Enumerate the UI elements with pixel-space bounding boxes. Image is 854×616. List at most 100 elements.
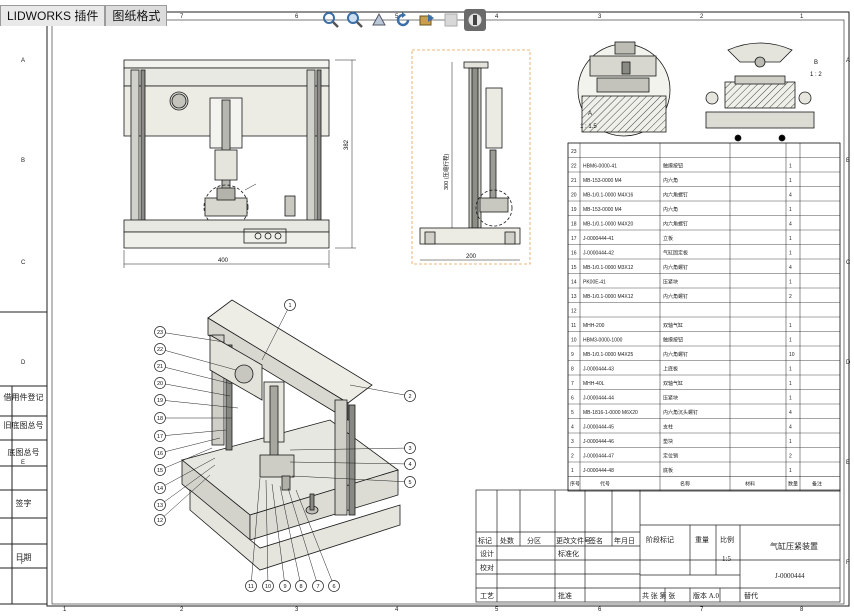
bom-header-code: 代号 [600, 481, 610, 488]
border-col-top-label: 5 [395, 14, 399, 20]
pan-icon[interactable] [368, 9, 390, 31]
detail-b-label: B [814, 60, 818, 66]
balloon-13[interactable] [154, 499, 166, 511]
tab-solidworks-addins[interactable]: LIDWORKS 插件 [0, 5, 106, 26]
balloon-18[interactable] [154, 412, 166, 424]
bom-qty: 4 [789, 425, 792, 431]
bom-qty: 2 [789, 454, 792, 460]
balloon-22[interactable] [154, 343, 166, 355]
bom-code: J-0000444-46 [583, 439, 614, 445]
balloon-12[interactable] [154, 514, 166, 526]
balloon-4[interactable] [404, 458, 416, 470]
balloon-label: 20 [157, 381, 163, 387]
border-row-right-label: C [846, 260, 851, 266]
balloon-6[interactable] [328, 580, 340, 592]
bom-qty: 1 [789, 468, 792, 474]
border-row-left-label: C [21, 260, 26, 266]
tb-sheet-total: 共 张 第 张 [642, 592, 676, 600]
bom-qty: 4 [789, 265, 792, 271]
bom-qty: 2 [789, 294, 792, 300]
border-col-bottom-label: 7 [700, 607, 704, 613]
tb-standardizer: 标准化 [558, 550, 579, 558]
balloon-10[interactable] [262, 580, 274, 592]
bom-header-note: 备注 [812, 481, 822, 488]
balloon-23[interactable] [154, 326, 166, 338]
border-row-left-label: D [21, 360, 26, 366]
bom-seq: 1 [571, 468, 574, 474]
tb-approve: 批准 [558, 592, 572, 600]
balloon-15[interactable] [154, 464, 166, 476]
bom-name: 上底板 [663, 366, 678, 373]
bom-seq: 9 [571, 352, 574, 358]
bom-name: 内六角螺钉 [663, 221, 688, 228]
previous-view-icon[interactable] [416, 9, 438, 31]
balloon-3[interactable] [404, 442, 416, 454]
balloon-label: 10 [265, 584, 271, 590]
border-col-bottom-label: 1 [63, 607, 67, 613]
bom-name: 触摸按钮 [663, 337, 683, 344]
register-label-date: 日期 [15, 553, 32, 562]
heads-up-toolbar [320, 9, 486, 31]
border-row-right-label: D [846, 360, 851, 366]
side-height-dim: 300 (压缩行程) [442, 153, 450, 190]
zoom-area-icon[interactable] [344, 9, 366, 31]
front-view[interactable] [123, 59, 356, 268]
bom-code: MB-1816-1-0000 M6X20 [583, 410, 638, 416]
balloon-16[interactable] [154, 447, 166, 459]
balloon-14[interactable] [154, 482, 166, 494]
isometric-view[interactable] [181, 299, 401, 571]
rotate-icon[interactable] [392, 9, 414, 31]
balloon-8[interactable] [295, 580, 307, 592]
balloon-19[interactable] [154, 394, 166, 406]
bom-name: 触摸按钮 [663, 163, 683, 170]
bom-name: 底板 [663, 467, 673, 474]
tb-date: 年月日 [614, 537, 635, 545]
balloon-label: 16 [157, 451, 163, 457]
balloon-20[interactable] [154, 377, 166, 389]
bom-header-material: 材料 [745, 481, 755, 488]
detail-a-label: A [588, 111, 592, 117]
bom-code: HBM3-0000-1000 [583, 338, 623, 344]
balloon-2[interactable] [404, 390, 416, 402]
zoom-fit-icon[interactable] [320, 9, 342, 31]
border-col-bottom-label: 5 [495, 607, 499, 613]
bom-code: MB-153-0000 M4 [583, 207, 622, 213]
bom-seq: 5 [571, 410, 574, 416]
front-width-dim: 400 [218, 258, 229, 264]
balloon-7[interactable] [312, 580, 324, 592]
bom-code: MB-1/0.1-0000 M4X25 [583, 352, 634, 358]
bom-seq: 18 [571, 222, 577, 228]
balloon-label: 5 [408, 480, 411, 486]
balloon-label: 14 [157, 486, 163, 492]
balloon-11[interactable] [245, 580, 257, 592]
balloon-21[interactable] [154, 360, 166, 372]
balloon-5[interactable] [404, 476, 416, 488]
balloon-label: 3 [408, 446, 411, 452]
register-label-old-drawing: 旧底图总号 [3, 421, 44, 430]
balloon-label: 21 [157, 364, 163, 370]
border-row-left-label: F [21, 560, 25, 566]
tab-sheet-format[interactable]: 图纸格式 [105, 5, 168, 26]
border-row-left-label: E [21, 460, 25, 466]
detail-view-a[interactable] [577, 41, 671, 137]
detail-view-b[interactable] [705, 42, 815, 142]
balloon-label: 19 [157, 398, 163, 404]
balloon-label: 13 [157, 503, 163, 509]
border-zone-marks: 8765432112345678ABCDEFABCDEF [21, 14, 851, 613]
side-view[interactable] [411, 49, 531, 265]
balloon-9[interactable] [279, 580, 291, 592]
display-style-icon[interactable] [464, 9, 486, 31]
tb-mark: 标记 [478, 537, 492, 545]
detail-b-scale: 1 : 2 [810, 72, 822, 78]
title-block [475, 489, 841, 603]
bom-qty: 1 [789, 164, 792, 170]
tb-zone: 分区 [527, 537, 541, 545]
balloon-17[interactable] [154, 430, 166, 442]
balloon-label: 11 [248, 584, 254, 590]
balloon-1[interactable] [284, 299, 296, 311]
section-view-icon[interactable] [440, 9, 462, 31]
